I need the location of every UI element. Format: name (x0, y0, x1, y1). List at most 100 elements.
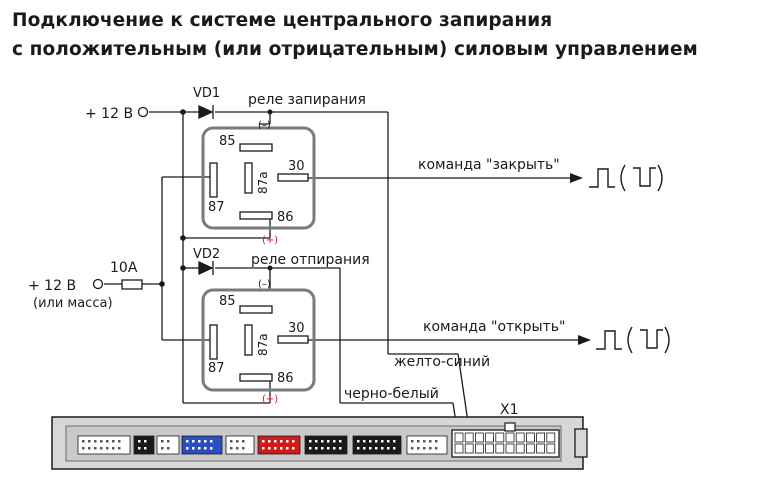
polarity-unlock-85: (–) (258, 279, 271, 290)
connector-pin (167, 447, 170, 450)
connector-pin (268, 440, 271, 443)
label-plus12v-bottom: + 12 В (28, 278, 76, 294)
connector-pin (417, 447, 420, 450)
connector-pin (292, 447, 295, 450)
connector-pin (280, 440, 283, 443)
connector-pin (411, 440, 414, 443)
connector-block-7 (304, 435, 348, 455)
connector-pin (94, 440, 97, 443)
x1-pin (536, 432, 545, 443)
connector-pin (118, 447, 121, 450)
connector-pin (286, 440, 289, 443)
connector-pin (144, 440, 147, 443)
connector-pin (321, 447, 324, 450)
relay-unlock-contact-87 (209, 324, 218, 360)
connector-pin (423, 440, 426, 443)
connector-block-8 (352, 435, 402, 455)
pin-lock-87: 87 (208, 200, 225, 215)
arrow-unlock-command (578, 335, 591, 345)
connector-pin (161, 447, 164, 450)
label-or-ground: (или масса) (33, 296, 113, 311)
connector-pin (393, 447, 396, 450)
pin-lock-85: 85 (219, 134, 236, 149)
connector-pin (363, 447, 366, 450)
connector-pin (186, 440, 189, 443)
connector-pin (381, 447, 384, 450)
connector-pin (375, 447, 378, 450)
relay-unlock-contact-86 (239, 373, 273, 382)
connector-pin (339, 440, 342, 443)
label-lock-command: команда "закрыть" (418, 157, 560, 173)
connector-pin (106, 447, 109, 450)
connector-pin (333, 440, 336, 443)
relay-unlock-box (201, 288, 316, 392)
connector-pin (286, 447, 289, 450)
relay-lock-contact-86 (239, 211, 273, 220)
connector-pin (369, 447, 372, 450)
connector-pin (94, 447, 97, 450)
connector-pin (198, 447, 201, 450)
polarity-lock-85: (–) (258, 120, 271, 131)
connector-pin (262, 440, 265, 443)
pin-unlock-86: 86 (277, 371, 294, 386)
label-unlock-command: команда "открыть" (423, 319, 565, 335)
x1-pin (495, 443, 505, 454)
connector-pin (357, 447, 360, 450)
connector-pin (393, 440, 396, 443)
connector-pin (242, 447, 245, 450)
connector-block-6 (257, 435, 301, 455)
connector-pin (429, 447, 432, 450)
connector-block-3 (156, 435, 180, 455)
label-wire-yellow-blue: желто-синий (394, 354, 490, 370)
connector-pin (204, 440, 207, 443)
relay-lock-contact-30 (277, 173, 309, 182)
connector-pin (321, 440, 324, 443)
relay-lock-box (201, 126, 316, 230)
diode-vd1 (198, 104, 214, 120)
diode-vd2 (198, 260, 214, 276)
connector-pin (88, 440, 91, 443)
pin-unlock-30: 30 (288, 321, 305, 336)
connector-pin (210, 447, 213, 450)
x1-pin (454, 432, 464, 443)
connector-pin (144, 447, 147, 450)
relay-lock-contact-87a (244, 162, 253, 194)
diagram-title-line-1: Подключение к системе центрального запир… (12, 10, 553, 31)
connector-pin (387, 447, 390, 450)
x1-pin (515, 432, 525, 443)
connector-pin (435, 447, 438, 450)
connector-pin (118, 440, 121, 443)
connector-pin (309, 447, 312, 450)
connector-block-4 (181, 435, 223, 455)
connector-pin (106, 440, 109, 443)
polarity-unlock-86: (+) (262, 394, 278, 405)
terminal-plus12v-bottom (92, 278, 104, 290)
label-wire-black-white: черно-белый (344, 386, 439, 402)
arrow-lock-command (570, 173, 583, 183)
x1-pin (464, 432, 474, 443)
connector-pin (161, 440, 164, 443)
connector-pin (274, 440, 277, 443)
connector-pin (88, 447, 91, 450)
x1-pin (485, 443, 495, 454)
connector-pin (112, 447, 115, 450)
connector-pin (236, 447, 239, 450)
pulse-symbol-unlock (596, 326, 670, 354)
x1-pin (485, 432, 495, 443)
label-relay-unlock: реле отпирания (251, 252, 370, 268)
connector-pin (100, 440, 103, 443)
label-vd1: VD1 (193, 86, 220, 101)
connector-pin (292, 440, 295, 443)
connector-pin (112, 440, 115, 443)
x1-pin (474, 432, 484, 443)
connector-pin (381, 440, 384, 443)
x1-pin (526, 432, 535, 443)
connector-pin (186, 447, 189, 450)
x1-pin (526, 443, 535, 454)
pin-unlock-87: 87 (208, 361, 225, 376)
pulse-symbol-lock (589, 164, 663, 192)
x1-pin (546, 432, 556, 443)
connector-pin (242, 440, 245, 443)
connector-pin (357, 440, 360, 443)
